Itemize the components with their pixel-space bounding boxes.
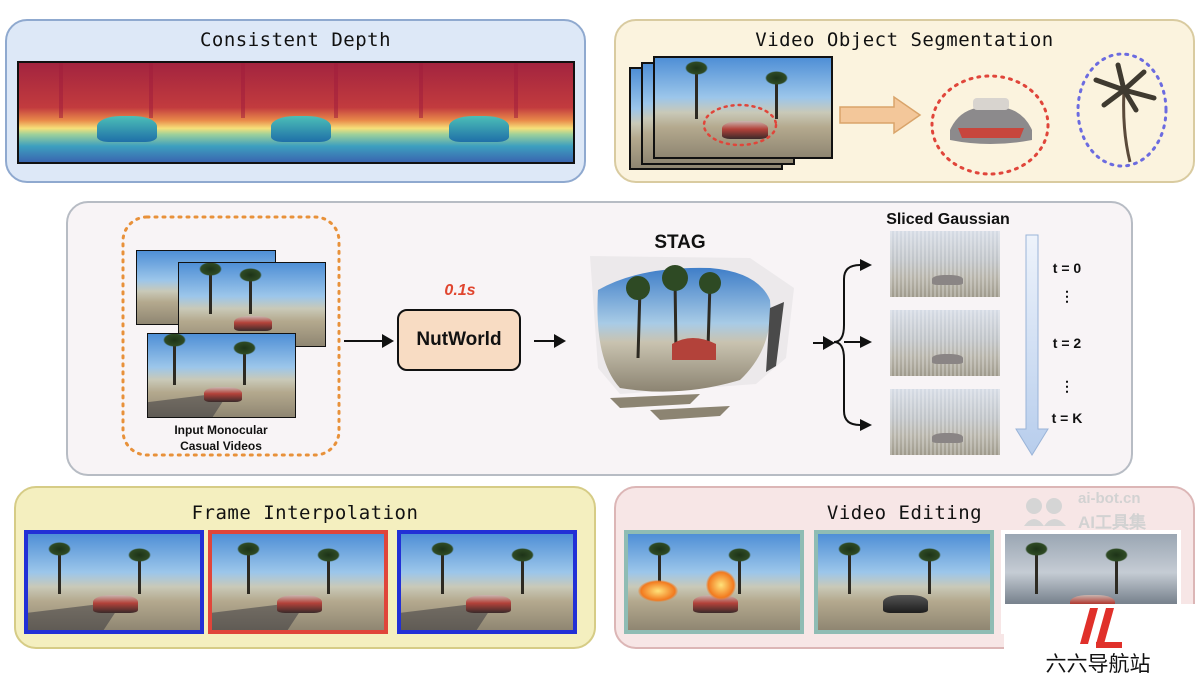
arrow-to-slices	[813, 336, 835, 350]
watermark-logo-icon	[1024, 498, 1066, 526]
frame-interpolation-title: Frame Interpolation	[191, 502, 419, 524]
consistent-depth-title: Consistent Depth	[199, 29, 392, 51]
time-label-ellipsis: ⋮	[1060, 378, 1074, 394]
interp-frame-start	[24, 530, 204, 634]
vos-front-frame	[653, 56, 833, 159]
vos-title: Video Object Segmentation	[755, 29, 1054, 51]
vos-arrow-icon	[839, 95, 922, 135]
depth-palm	[59, 63, 63, 119]
nutworld-model-box: NutWorld	[397, 309, 521, 371]
segmented-palm-mask	[1076, 52, 1168, 168]
stag-title: STAG	[654, 232, 706, 253]
interp-frame-end	[397, 530, 577, 634]
depth-palm	[241, 63, 245, 119]
input-label-line1: Input Monocular	[174, 423, 268, 437]
consistent-depth-panel: Consistent Depth	[5, 19, 586, 183]
depth-palm	[514, 63, 518, 119]
time-label-t0: t = 0	[1052, 260, 1082, 276]
sliced-frame-t2	[890, 310, 1000, 376]
time-label-tk: t = K	[1051, 410, 1083, 426]
depth-map-strip	[17, 61, 575, 164]
watermark-site: ai-bot.cn	[1078, 490, 1141, 507]
inference-time-label: 0.1s	[444, 282, 476, 299]
arrow-to-nutworld	[344, 334, 394, 348]
sliced-frame-t0	[890, 231, 1000, 297]
stag-gaussian-render	[590, 256, 794, 420]
segmented-car-mask	[930, 74, 1050, 176]
arrow-to-stag	[534, 334, 566, 348]
depth-car	[449, 116, 509, 143]
nav-logo-icon	[1080, 608, 1122, 648]
time-label-t2: t = 2	[1052, 335, 1082, 351]
input-frame-front	[147, 333, 296, 418]
edit-frame-black-car	[814, 530, 994, 634]
depth-car	[271, 116, 331, 143]
video-editing-title: Video Editing	[826, 502, 983, 524]
edit-frame-fire	[624, 530, 804, 634]
input-label-line2: Casual Videos	[180, 439, 262, 453]
interp-frame-generated	[208, 530, 388, 634]
nav-watermark-text: 六六导航站	[1045, 653, 1151, 675]
slice-branch-brace	[833, 259, 872, 431]
sliced-frame-tk	[890, 389, 1000, 455]
depth-palm	[149, 63, 153, 119]
depth-car	[97, 116, 157, 143]
depth-palm	[334, 63, 338, 119]
time-axis-arrow	[1015, 234, 1049, 456]
watermark-brand: AI工具集	[1078, 513, 1146, 532]
vos-selection-ellipse	[702, 103, 778, 147]
depth-palm	[419, 63, 423, 119]
time-label-ellipsis: ⋮	[1060, 288, 1074, 304]
sliced-gaussian-title: Sliced Gaussian	[886, 211, 1010, 228]
